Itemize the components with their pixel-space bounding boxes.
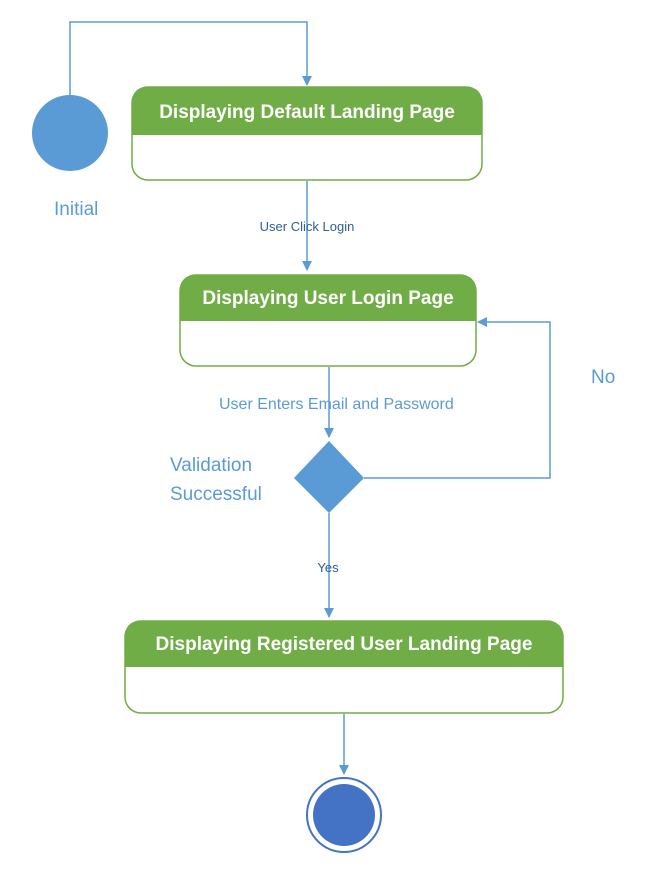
validation-label-line2: Successful — [170, 484, 262, 505]
no-label: No — [591, 367, 615, 388]
final-node — [313, 784, 375, 846]
state-registered-landing-title: Displaying Registered User Landing Page — [156, 634, 533, 655]
decision-node — [294, 441, 364, 513]
user-enters-credentials-label: User Enters Email and Password — [219, 396, 454, 413]
state-default-landing-header — [132, 87, 482, 135]
state-user-login-header — [180, 275, 476, 321]
state-registered-landing-header — [125, 621, 563, 667]
state-default-landing: Displaying Default Landing Page — [131, 86, 483, 181]
initial-label: Initial — [54, 199, 98, 220]
state-registered-landing: Displaying Registered User Landing Page — [124, 620, 564, 714]
state-default-landing-title: Displaying Default Landing Page — [159, 102, 455, 123]
state-user-login: Displaying User Login Page — [179, 274, 477, 367]
edge-decision-no-to-login — [364, 317, 551, 479]
yes-label: Yes — [317, 560, 339, 575]
validation-label-line1: Validation — [170, 455, 252, 476]
edge-initial-to-default-landing — [69, 21, 312, 100]
initial-node — [32, 95, 108, 171]
state-user-login-title: Displaying User Login Page — [202, 288, 453, 309]
user-click-login-label: User Click Login — [260, 219, 355, 234]
